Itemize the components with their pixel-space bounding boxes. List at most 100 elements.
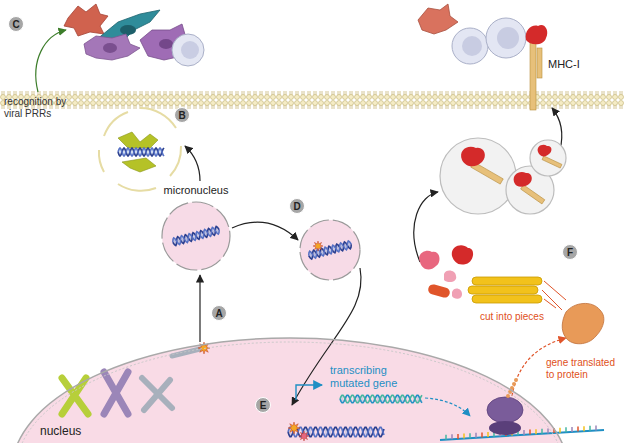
ruptured-micronucleus-part-part [118,148,164,156]
ribosome-part-part [541,429,543,434]
ruptured-micronucleus-part [118,184,156,191]
ribosome-part [489,421,521,435]
ruptured-micronucleus-part [99,150,104,172]
ribosome-part [440,430,604,440]
immune-cells-part [120,25,136,35]
node-outline-part [12,338,568,443]
annotation-text: transcribing mutated gene [330,364,420,390]
immune-cells [418,4,526,64]
micronucleus-fill [162,202,230,270]
ribosome-part-part [469,433,471,438]
proteasome-part [544,299,556,308]
callout-letter: D [289,198,305,214]
ribosome-part-part [577,427,579,432]
ruptured-micronucleus-part [170,146,181,176]
immune-cells-part [462,36,482,56]
immune-cells-part [497,27,519,49]
proteasome-part [544,281,566,300]
immune-cells-part [64,4,108,36]
ribosome-part-part [535,429,537,434]
mhc-molecule-part [526,25,548,44]
illustration-part-part [313,241,323,251]
er-vesicles-part [530,140,566,176]
er-vesicles-part [514,172,532,187]
ribosome-part [446,425,596,439]
illustration-part-part [288,422,300,434]
edge-group [200,275,201,342]
ribosome-part-part [565,427,567,432]
annotation-text: recognition by viral PRRs [4,96,67,120]
callout-letter: C [8,16,24,32]
node-label: micronucleus [147,184,245,198]
annotation-text: MHC-I [548,58,580,71]
mhc-molecule-part [530,40,536,110]
node-outline [147,184,245,272]
illustration-part-part [340,395,422,403]
ribosome-part-part [523,430,525,435]
proteasome-part [472,277,542,285]
immune-cells-part [452,28,488,64]
ribosome-part-part [529,430,531,435]
immune-cells [64,4,204,66]
ribosome-part-part [451,434,453,439]
transport-arrow [425,398,470,416]
node-outline-part [16,342,564,443]
immune-cells-part [418,4,458,34]
peptides-part [419,251,439,270]
immune-cells-part [172,34,204,66]
process-arrow [199,275,200,342]
damaged-micronucleus-part [300,220,360,280]
er-vesicles-part [440,138,516,214]
ruptured-micronucleus [99,108,181,191]
ribosome-part-part [583,426,585,431]
ruptured-micronucleus-part [140,108,176,128]
ruptured-micronucleus-part [104,112,128,136]
nucleus-fill [12,338,568,443]
er-vesicles-part [542,156,562,168]
immune-cells-part [159,39,173,49]
illustration-part [172,226,220,246]
peptides-part [427,283,451,298]
immune-cells-part [84,34,140,60]
callout-letter: F [562,244,578,260]
ribosome-part-part [481,432,483,437]
ribosome-part [487,397,523,423]
damaged-micronucleus-part-part [308,240,353,259]
ribosome-part-part [595,425,597,430]
process-arrow [185,146,200,181]
immune-cells-part [181,41,199,59]
proteasome [468,277,566,310]
peptides-part [452,288,462,298]
ruptured-micronucleus-part [118,148,164,156]
peptides-part [444,270,456,282]
er-vesicles-part [521,185,545,204]
peptides-part [452,245,473,264]
ribosome-part-part [589,426,591,431]
ribosome-part-part [559,428,561,433]
transcription-arrow [296,385,322,400]
annotation-text: gene translated to protein [546,357,620,381]
node-outline [10,330,570,443]
peptides [419,245,473,299]
ruptured-micronucleus-part-part [118,148,164,156]
illustration-part-part [172,226,220,246]
damaged-micronucleus-part-part [308,240,353,259]
ribosome [440,378,604,440]
node-label: nucleus [38,424,83,439]
protein [562,303,604,343]
illustration-part-part [172,226,220,246]
damaged-micronucleus [300,220,360,280]
ribosome-part-part [506,394,510,398]
process-arrow [232,222,298,240]
illustration-part [198,241,323,441]
immune-cells-part [103,43,117,53]
annotation-text: cut into pieces [480,311,544,323]
illustration-part-part [340,395,422,403]
ribosome-part-part [445,435,447,440]
ribosome-part-part [514,378,518,382]
er-vesicles-part [538,145,552,157]
illustration-part [340,395,422,403]
ruptured-micronucleus-part [122,158,156,172]
chromosomes-part [142,378,172,410]
